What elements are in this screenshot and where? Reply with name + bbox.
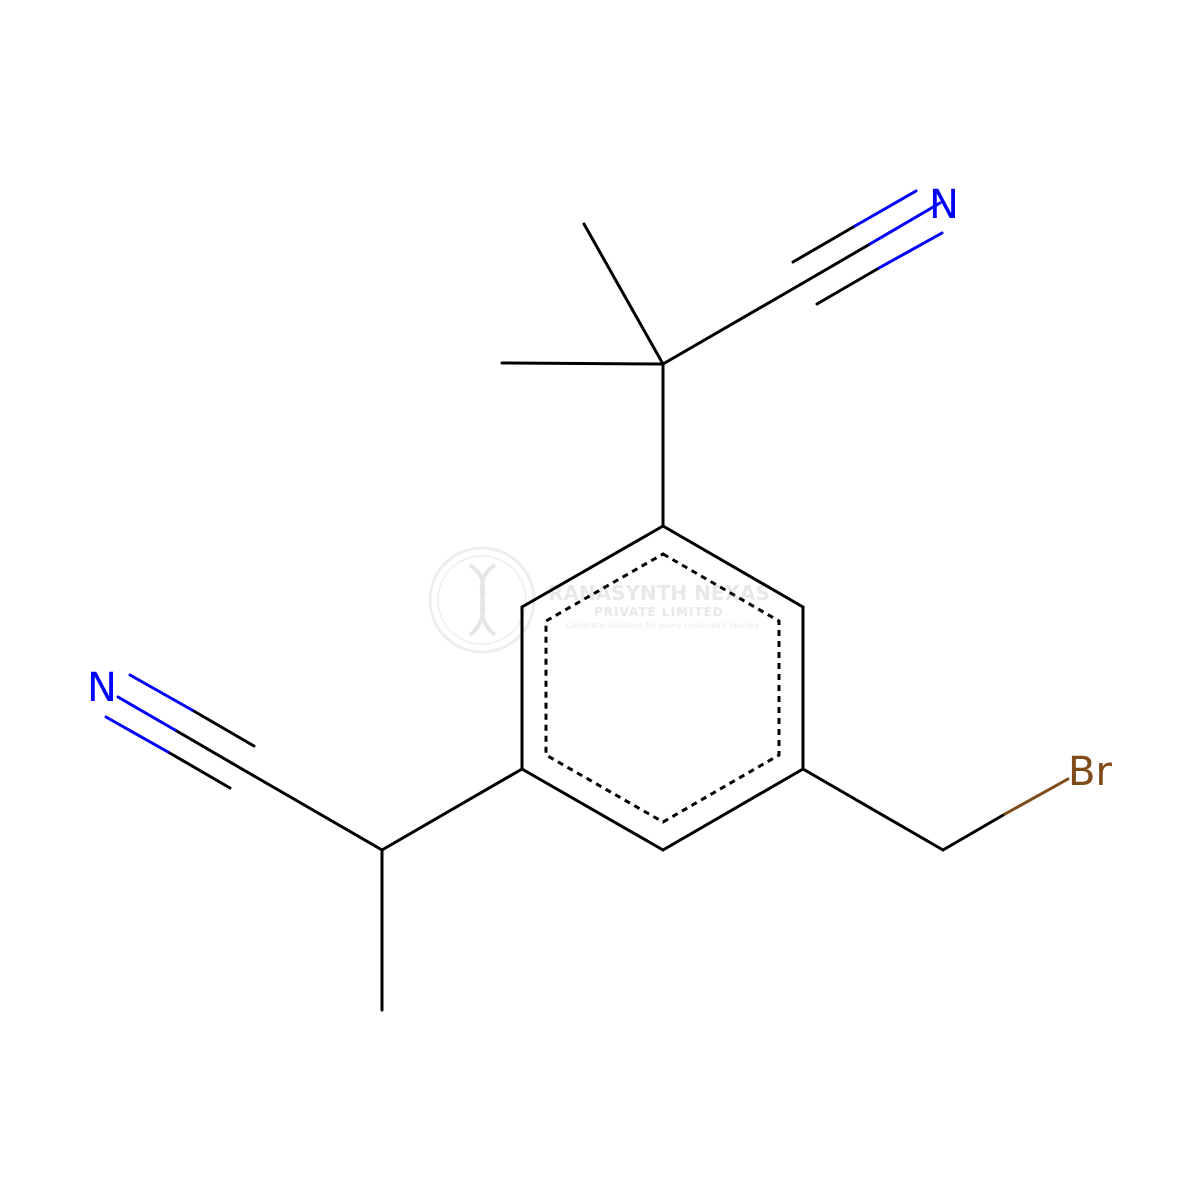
bromomethyl-group: Br — [801, 749, 1112, 852]
watermark-tagline: Complete solutions for every molecule's … — [566, 621, 760, 630]
methyl-nitrile-group: N — [87, 665, 524, 1012]
dimethyl-nitrile-group: N — [500, 182, 959, 528]
nitrogen-atom-top: N — [929, 182, 959, 228]
benzene-ring — [520, 524, 805, 852]
nitrogen-atom-left: N — [87, 665, 117, 711]
watermark: RANASYNTH NEXAS PRIVATE LIMITED Complete… — [428, 546, 770, 654]
watermark-subtitle: PRIVATE LIMITED — [594, 605, 724, 619]
watermark-title: RANASYNTH NEXAS — [548, 581, 770, 605]
bromine-atom: Br — [1068, 749, 1112, 795]
aromatic-circle — [544, 552, 781, 824]
